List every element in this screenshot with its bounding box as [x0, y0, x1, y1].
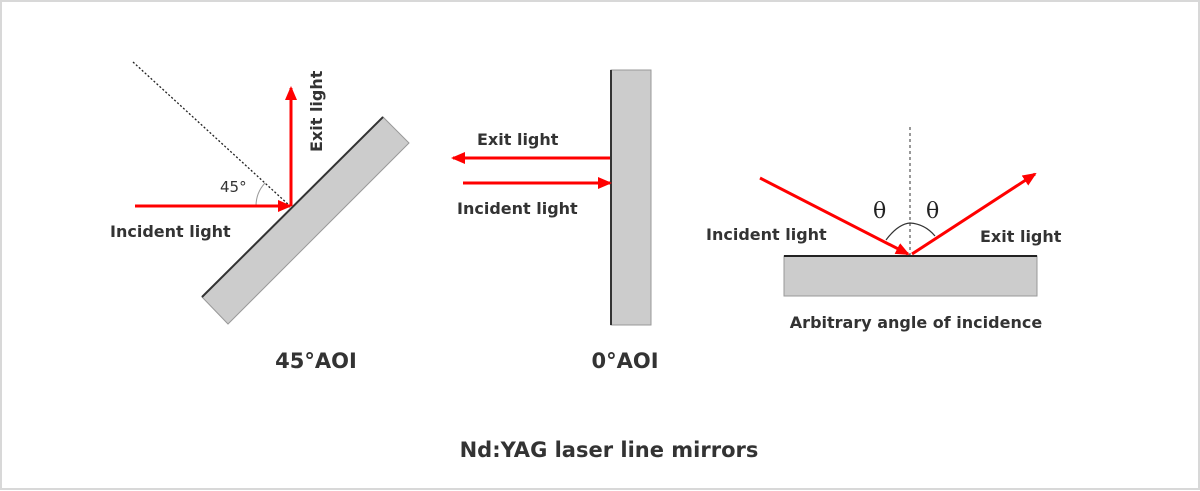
angle-label: 45° — [220, 178, 247, 196]
caption-arbitrary-aoi: Arbitrary angle of incidence — [790, 313, 1043, 332]
mirror-flat — [783, 255, 1038, 297]
theta-left-label: θ — [873, 199, 886, 224]
exit-label: Exit light — [980, 227, 1062, 246]
diagram-45-aoi: 45° Incident light Exit light 45°AOI — [110, 61, 410, 373]
diagram-0-aoi: Exit light Incident light 0°AOI — [451, 69, 659, 373]
incident-label: Incident light — [706, 225, 827, 244]
diagram-title: Nd:YAG laser line mirrors — [460, 438, 759, 462]
theta-right-label: θ — [926, 199, 939, 224]
caption-0-aoi: 0°AOI — [591, 349, 658, 373]
caption-45-aoi: 45°AOI — [275, 349, 357, 373]
incident-label: Incident light — [110, 222, 231, 241]
incident-label: Incident light — [457, 199, 578, 218]
incident-beam — [759, 176, 910, 256]
exit-label: Exit light — [307, 70, 326, 152]
exit-label: Exit light — [477, 130, 559, 149]
angle-arc — [885, 222, 936, 241]
diagram-arbitrary-aoi: θ θ Incident light Exit light Arbitrary … — [706, 127, 1062, 332]
mirror-45-coated-surface — [201, 116, 384, 298]
exit-beam — [911, 172, 1037, 256]
normal-dotted-line — [132, 61, 291, 207]
mirror-0 — [610, 69, 652, 326]
